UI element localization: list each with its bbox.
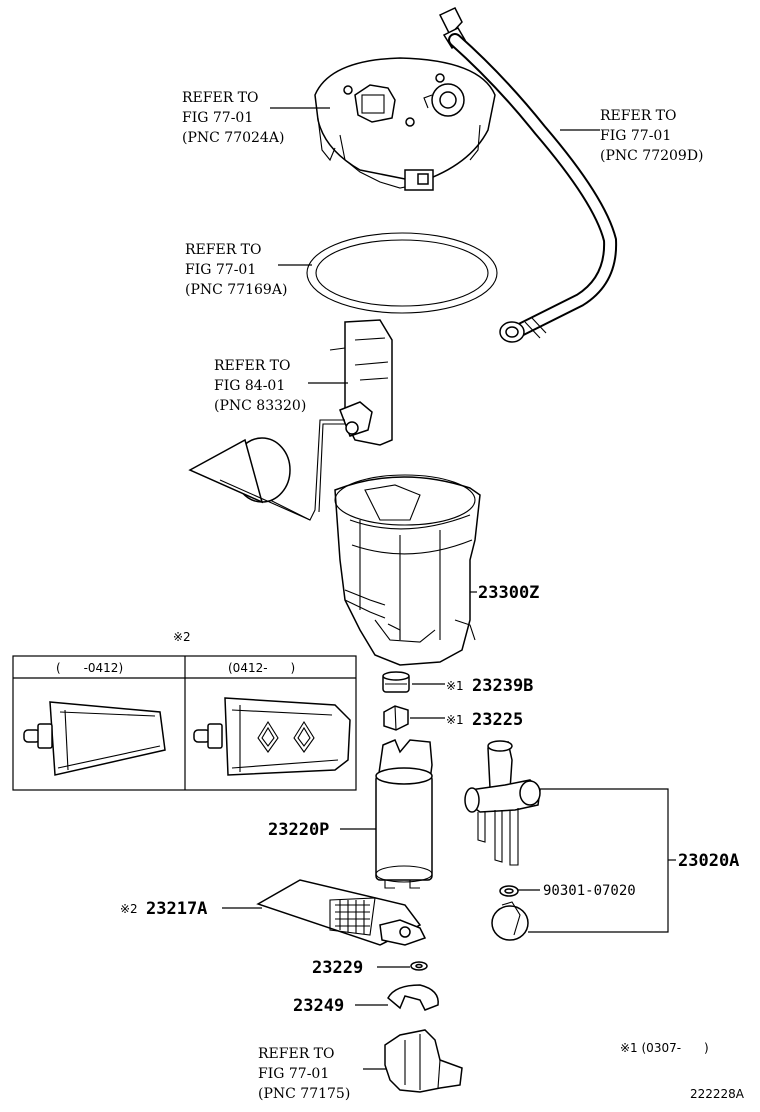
inset-col-header-2: (0412- ) <box>228 661 295 675</box>
leader-lines <box>222 107 676 1070</box>
fuel-pump-flange-drawing <box>314 57 496 191</box>
part-number-23220P[interactable]: 23220P <box>268 820 329 840</box>
fuel-filter-drawing <box>256 879 427 946</box>
seal-23239B-drawing <box>382 671 410 693</box>
refer-label-77209D: REFER TO FIG 77-01 (PNC 77209D) <box>600 108 704 164</box>
gasket-ring-drawing <box>306 232 498 314</box>
part-number-23225[interactable]: 23225 <box>472 710 523 730</box>
part-number-23217A[interactable]: 23217A <box>146 899 207 919</box>
part-number-23229[interactable]: 23229 <box>312 958 363 978</box>
refer-line-2: FIG 77-01 <box>185 262 256 278</box>
refer-label-77024A: REFER TO FIG 77-01 (PNC 77024A) <box>182 90 284 146</box>
mark-1-23225: ※1 <box>446 713 464 727</box>
inset-col-header-1: ( -0412) <box>56 661 123 675</box>
refer-line-1: REFER TO <box>258 1046 335 1062</box>
clip-23249-drawing <box>387 984 439 1011</box>
refer-line-2: FIG 77-01 <box>600 128 671 144</box>
refer-line-3: (PNC 77169A) <box>185 282 287 298</box>
refer-line-2: FIG 77-01 <box>182 110 253 126</box>
part-number-23020A[interactable]: 23020A <box>678 851 739 871</box>
sender-gauge-drawing <box>188 319 393 521</box>
mark-2-23217A: ※2 <box>120 902 138 916</box>
bracket-77175-drawing <box>384 1029 463 1093</box>
regulator-assembly-drawing <box>464 740 541 941</box>
footnote: ※1 (0307- ) <box>620 1041 709 1055</box>
refer-line-3: (PNC 77209D) <box>600 148 704 164</box>
cushion-23225-drawing <box>383 705 409 731</box>
part-number-90301-07020[interactable]: 90301-07020 <box>543 883 636 899</box>
refer-line-1: REFER TO <box>600 108 677 124</box>
refer-line-3: (PNC 77024A) <box>182 130 284 146</box>
part-number-23300Z[interactable]: 23300Z <box>478 583 539 603</box>
refer-line-1: REFER TO <box>185 242 262 258</box>
mark-1-23239B: ※1 <box>446 679 464 693</box>
variant-inset <box>12 655 357 791</box>
part-number-23249[interactable]: 23249 <box>293 996 344 1016</box>
fuel-pump-drawing <box>375 739 433 889</box>
inset-mark-2: ※2 <box>173 630 191 644</box>
refer-line-2: FIG 77-01 <box>258 1066 329 1082</box>
sub-tank-drawing <box>334 474 481 666</box>
refer-line-3: (PNC 77175) <box>258 1086 350 1102</box>
part-number-23239B[interactable]: 23239B <box>472 676 533 696</box>
refer-label-83320: REFER TO FIG 84-01 (PNC 83320) <box>214 358 306 414</box>
washer-23229-drawing <box>410 961 428 971</box>
diagram-id: 222228A <box>690 1087 745 1101</box>
refer-line-1: REFER TO <box>182 90 259 106</box>
refer-line-3: (PNC 83320) <box>214 398 306 414</box>
refer-label-77169A: REFER TO FIG 77-01 (PNC 77169A) <box>185 242 287 298</box>
refer-line-2: FIG 84-01 <box>214 378 285 394</box>
fuel-hose-drawing <box>438 7 618 343</box>
refer-line-1: REFER TO <box>214 358 291 374</box>
refer-label-77175: REFER TO FIG 77-01 (PNC 77175) <box>258 1046 350 1102</box>
